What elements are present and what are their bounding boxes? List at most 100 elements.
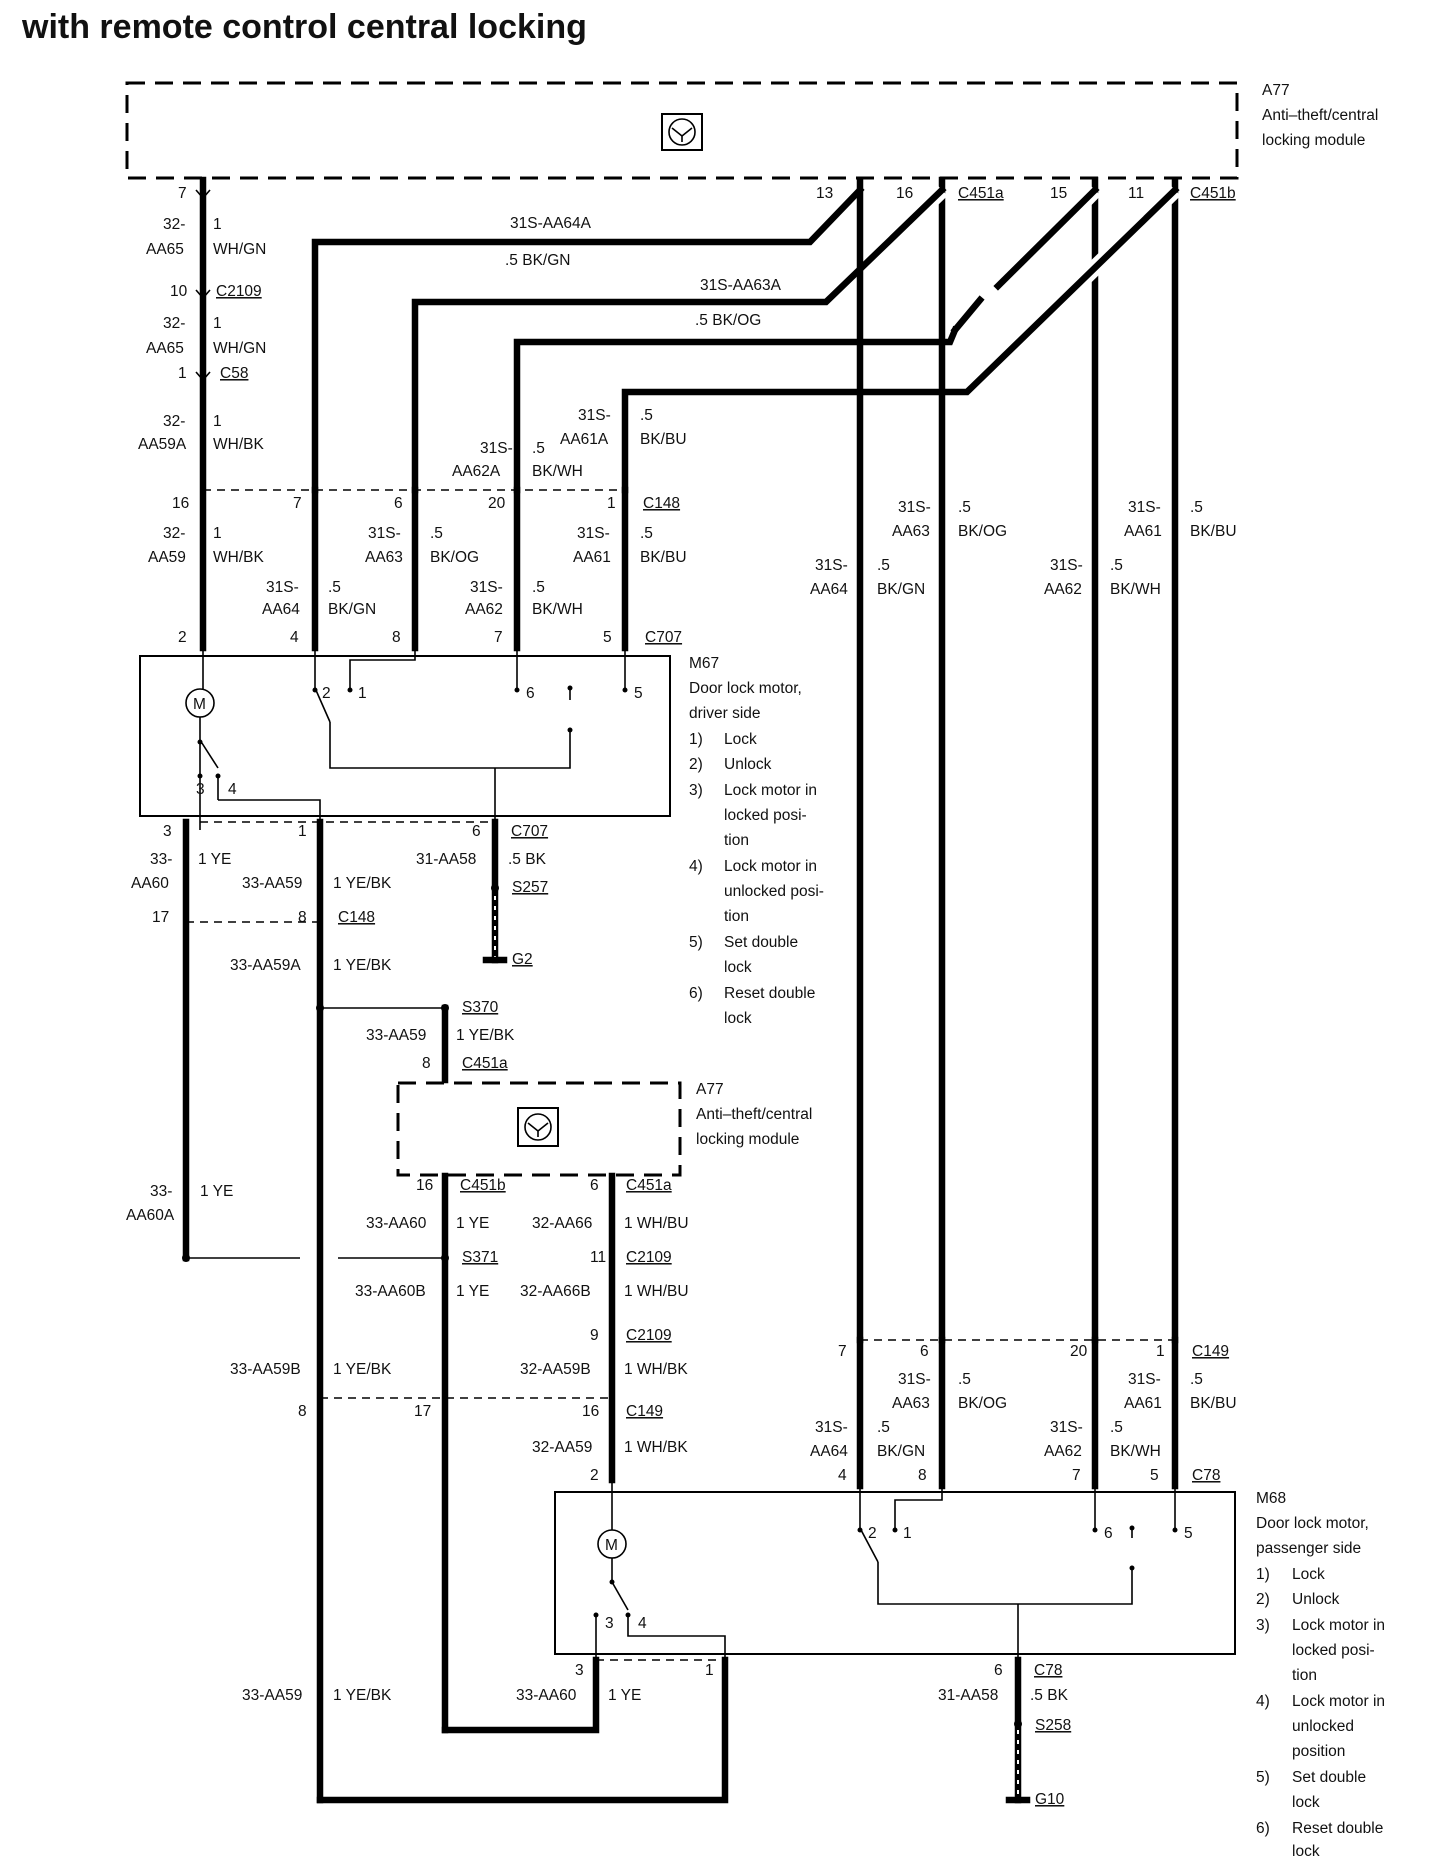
wire-label: 1 YE/BK [333, 875, 392, 892]
a77-mid-desc1: Anti–theft/central [696, 1106, 812, 1123]
switch-pin: 6 [526, 685, 535, 702]
legend-text: unlocked posi- [724, 883, 824, 900]
pin-label: 1 [178, 365, 187, 382]
wire-label: 31S- [480, 440, 513, 457]
splice-s258: S258 [1035, 1717, 1071, 1734]
connector-c78: C78 [1192, 1467, 1220, 1484]
legend-text: unlocked [1292, 1718, 1354, 1735]
connector-c149: C149 [1192, 1343, 1229, 1360]
wire-label: .5 [640, 407, 653, 424]
connector-c707: C707 [645, 629, 682, 646]
wire-label: .5 [1110, 557, 1123, 574]
legend-num: 6) [689, 985, 703, 1002]
switch-pin: 4 [638, 1615, 647, 1632]
legend-num: 4) [1256, 1693, 1270, 1710]
connector-c707-lower: C707 [511, 823, 548, 840]
wire-label: 31S- [898, 1371, 931, 1388]
switch-pin: 2 [322, 685, 331, 702]
pin-label: 11 [1128, 185, 1144, 202]
legend-text: Lock motor in [724, 858, 817, 875]
wire-label: AA62 [1044, 581, 1082, 598]
wire-label: 1 YE/BK [333, 1687, 392, 1704]
pin-label: 4 [290, 629, 299, 646]
wire-label: 1 [213, 525, 222, 542]
legend-text: tion [724, 908, 749, 925]
pin-label: 8 [298, 909, 307, 926]
motor-m68-label: M [605, 1537, 618, 1554]
switch-pin: 6 [1104, 1525, 1113, 1542]
wire-label: BK/BU [1190, 1395, 1237, 1412]
m68-desc1: Door lock motor, [1256, 1515, 1369, 1532]
wire-label: AA59 [148, 549, 186, 566]
right-wire-bundle [856, 176, 1179, 1344]
wire-label: AA63 [365, 549, 403, 566]
wire-label: 33-AA59B [230, 1361, 301, 1378]
wire-label: BK/BU [640, 431, 687, 448]
wire-label: .5 [1190, 1371, 1203, 1388]
wire-label: 31S- [577, 525, 610, 542]
pin-label: 9 [590, 1327, 599, 1344]
wire-label: BK/WH [532, 601, 583, 618]
legend-text: Lock motor in [1292, 1693, 1385, 1710]
ground-g2: G2 [512, 951, 533, 968]
wire-label: AA60A [126, 1207, 175, 1224]
wire-label: BK/OG [430, 549, 479, 566]
wire-label: AA64 [810, 581, 848, 598]
wire-label: AA62 [1044, 1443, 1082, 1460]
splice-s371: S371 [462, 1249, 498, 1266]
pin-label: 13 [816, 185, 833, 202]
wire-label: 32-AA66 [532, 1215, 592, 1232]
wire-label: 32-AA66B [520, 1283, 591, 1300]
pin-label: 7 [494, 629, 503, 646]
legend-text: lock [724, 1010, 752, 1027]
wire-label: 33- [150, 1183, 172, 1200]
wire-label: 1 YE/BK [456, 1027, 515, 1044]
wire-label: 33- [150, 851, 172, 868]
legend-text: Lock motor in [724, 782, 817, 799]
a77-top-desc2: locking module [1262, 132, 1365, 149]
wire-label: 1 WH/BK [624, 1439, 688, 1456]
wire-label: 31S- [1128, 499, 1161, 516]
wire-label: AA62 [465, 601, 503, 618]
wire-label: 1 YE [456, 1215, 489, 1232]
m68-door-lock-motor: M 3 4 2 1 6 5 [554, 1480, 1236, 1668]
wire-label: 31-AA58 [938, 1687, 998, 1704]
wire-label: AA61A [560, 431, 609, 448]
wire-label: .5 [1110, 1419, 1123, 1436]
pin-label: 5 [1150, 1467, 1159, 1484]
pin-label: 6 [394, 495, 403, 512]
pin-label: 8 [422, 1055, 431, 1072]
connector-c2109-mid: C2109 [626, 1249, 672, 1266]
legend-num: 1) [689, 731, 703, 748]
wire-label: .5 [958, 1371, 971, 1388]
wire-label: 33-AA60B [355, 1283, 426, 1300]
pin-label: 8 [918, 1467, 927, 1484]
wire-label: BK/OG [958, 523, 1007, 540]
pin-label: 1 [705, 1662, 714, 1679]
a77-mid-id: A77 [696, 1081, 724, 1098]
pin-label: 6 [590, 1177, 599, 1194]
legend-text: lock [724, 959, 752, 976]
wire-label: 1 YE/BK [333, 957, 392, 974]
pin-label: 5 [603, 629, 612, 646]
legend-text: lock [1292, 1843, 1320, 1860]
wire-label: 1 WH/BK [624, 1361, 688, 1378]
m67-door-lock-motor: M 3 4 2 1 6 5 [139, 648, 671, 830]
wire-label: AA61 [573, 549, 611, 566]
pin-label: 11 [590, 1249, 606, 1266]
legend-num: 5) [689, 934, 703, 951]
pin-label: 7 [838, 1343, 847, 1360]
wire-label: .5 [640, 525, 653, 542]
legend-text: Unlock [724, 756, 772, 773]
wire-label: AA61 [1124, 1395, 1162, 1412]
wire-label: .5 [958, 499, 971, 516]
wire-label: 1 [213, 413, 222, 430]
pin-label: 17 [152, 909, 169, 926]
connector-c451a-mid: C451a [462, 1055, 508, 1072]
wire-label: BK/WH [532, 463, 583, 480]
splice-s257: S257 [512, 879, 548, 896]
pin-label: 16 [172, 495, 189, 512]
wire-label: 1 YE/BK [333, 1361, 392, 1378]
wire-label: 32- [163, 315, 185, 332]
wire-label: 31S- [1050, 557, 1083, 574]
